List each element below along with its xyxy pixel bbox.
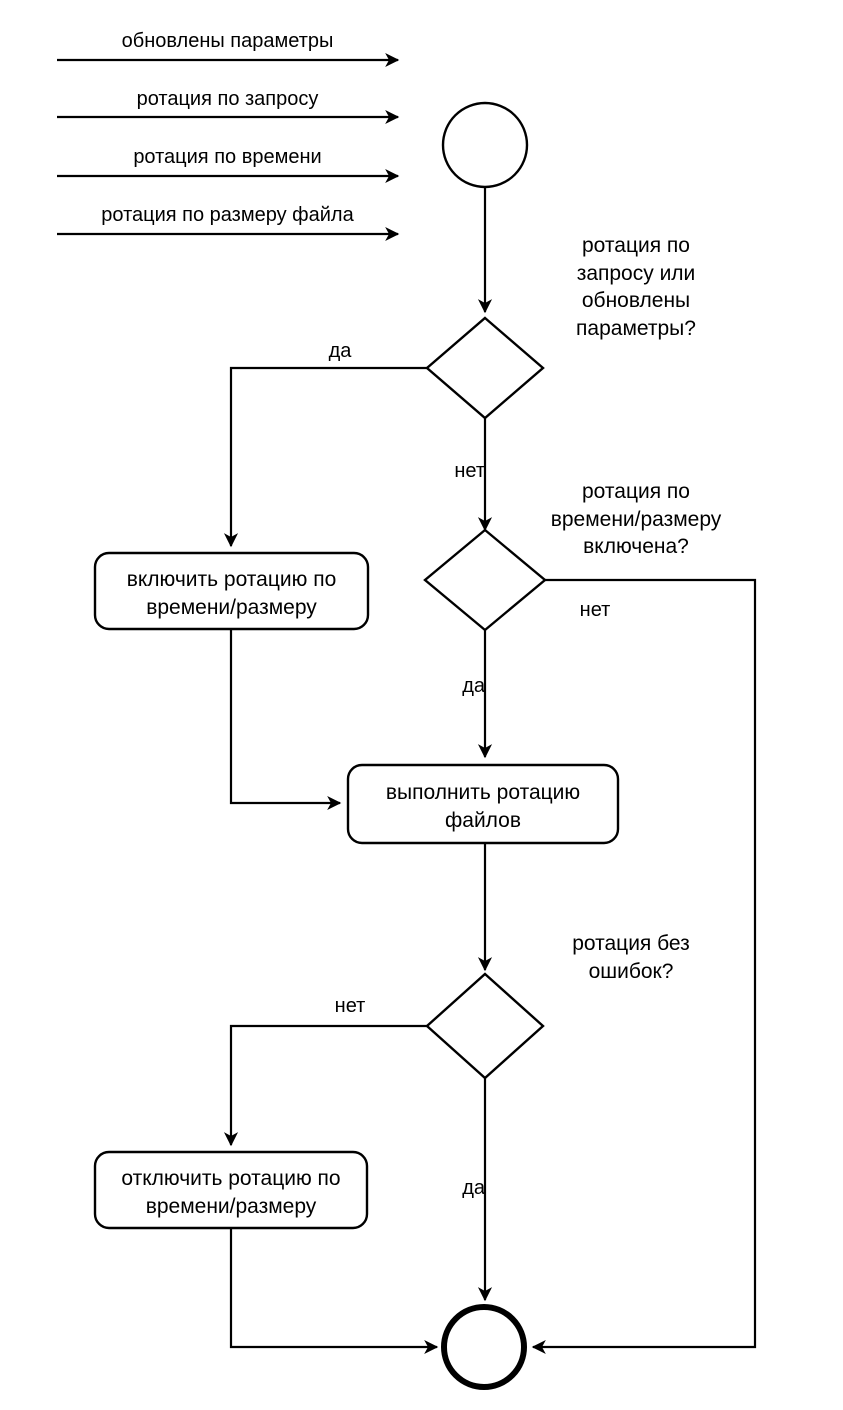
action-rotate-line-1: выполнить ротацию: [385, 781, 581, 804]
decision-2-node[interactable]: [423, 528, 547, 632]
action-enable-line-2: времени/размеру: [146, 596, 317, 620]
action-disable-label: отключить ротацию по времени/размеру: [95, 1165, 367, 1222]
decision-3-node[interactable]: [425, 972, 545, 1080]
decision-1-node[interactable]: [425, 316, 545, 420]
input-label-4: ротация по размеру файла: [101, 204, 354, 226]
start-node[interactable]: [441, 101, 529, 189]
decision-3-question-line-2: ошибок?: [588, 959, 674, 983]
input-label-2: ротация по запросу: [136, 88, 319, 110]
action-enable-label: включить ротацию по времени/размеру: [95, 566, 368, 623]
action-disable-line-2: времени/размеру: [145, 1195, 317, 1219]
edge-label-decision-3-yes: да: [462, 1177, 485, 1199]
decision-1-question-line-1: ротация по: [582, 234, 690, 257]
decision-3-question: ротация без ошибок?: [536, 930, 726, 985]
decision-2-question-line-1: ротация по: [582, 480, 690, 503]
edge-decision-1-yes: [223, 366, 427, 548]
edge-disable-to-end: [229, 1228, 439, 1355]
input-label-3: ротация по времени: [133, 146, 322, 168]
edge-label-decision-1-yes: да: [328, 340, 352, 362]
action-disable-node[interactable]: [93, 1150, 369, 1230]
edge-label-decision-2-yes: да: [462, 675, 485, 697]
action-rotate-label: выполнить ротацию файлов: [348, 779, 618, 836]
decision-1-question: ротация по запросу или обновлены парамет…: [536, 232, 736, 343]
action-enable-line-1: включить ротацию по: [126, 568, 337, 591]
edge-enable-to-rotate: [229, 628, 342, 811]
input-label-1: обновлены параметры: [121, 30, 334, 52]
decision-1-question-line-4: параметры?: [576, 317, 696, 341]
edge-decision-3-no: [223, 1024, 427, 1147]
decision-1-question-line-3: обновлены: [581, 289, 691, 313]
decision-1-question-line-2: запросу или: [576, 261, 696, 285]
edge-label-decision-1-no: нет: [454, 460, 485, 482]
action-rotate-line-2: файлов: [444, 809, 521, 833]
decision-3-question-line-1: ротация без: [572, 932, 690, 955]
edge-label-decision-3-no: нет: [334, 995, 366, 1017]
edge-decision-2-no: [531, 578, 757, 1355]
decision-2-question-line-3: включена?: [583, 535, 689, 559]
edge-label-decision-2-no: нет: [579, 599, 611, 621]
decision-2-question-line-2: времени/размеру: [550, 507, 722, 531]
action-enable-node[interactable]: [93, 551, 370, 631]
end-node[interactable]: [441, 1304, 527, 1390]
action-rotate-node[interactable]: [346, 763, 620, 845]
decision-2-question: ротация по времени/размеру включена?: [528, 478, 744, 561]
action-disable-line-1: отключить ротацию по: [121, 1167, 341, 1190]
